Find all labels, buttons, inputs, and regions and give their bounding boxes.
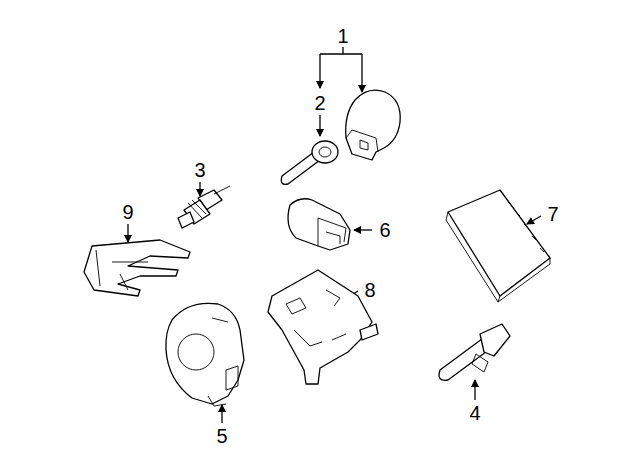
leader-line bbox=[474, 380, 475, 400]
spark-plug bbox=[178, 186, 230, 228]
leader-line bbox=[199, 182, 200, 196]
callout-number: 5 bbox=[216, 426, 227, 446]
mounting-bracket bbox=[268, 270, 378, 384]
wiring-bracket bbox=[84, 240, 190, 296]
control-module bbox=[446, 190, 550, 302]
callout-number: 3 bbox=[194, 160, 205, 180]
knock-sensor bbox=[288, 199, 350, 250]
callout-number: 1 bbox=[337, 26, 348, 46]
ignition-coil bbox=[346, 90, 401, 160]
leader-line bbox=[354, 229, 372, 230]
callout-number: 9 bbox=[122, 202, 133, 222]
callout-number: 7 bbox=[547, 204, 558, 224]
leader-line bbox=[221, 405, 222, 423]
leader-line bbox=[319, 115, 320, 136]
position-sensor bbox=[166, 303, 244, 406]
leader-line bbox=[127, 224, 128, 242]
bracket-line bbox=[320, 47, 362, 54]
leader-line bbox=[527, 216, 541, 224]
callout-number: 8 bbox=[364, 280, 375, 300]
callout-number: 2 bbox=[314, 93, 325, 113]
leader-line bbox=[319, 54, 320, 88]
camshaft-sensor bbox=[439, 324, 510, 380]
callout-number: 4 bbox=[469, 403, 480, 423]
coil-boot bbox=[281, 141, 338, 184]
callout-number: 6 bbox=[379, 220, 390, 240]
leader-line bbox=[361, 54, 362, 92]
